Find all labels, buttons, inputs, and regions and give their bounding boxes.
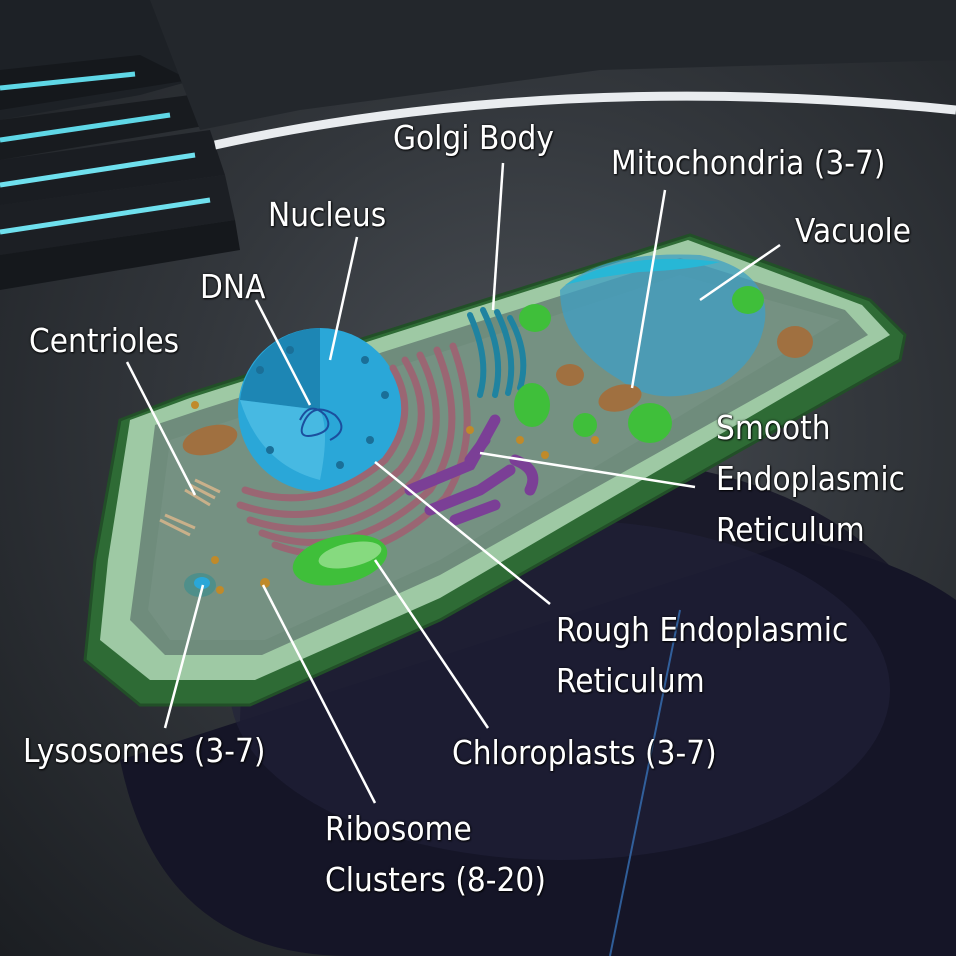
mitochondria-label: Mitochondria (3-7)	[611, 143, 886, 182]
mitochondria-shapes	[182, 326, 813, 456]
rough-er-label: Rough Endoplasmic Reticulum	[556, 610, 849, 700]
leader-smooth-er	[479, 451, 696, 489]
ribosome-clusters-label: Ribosome Clusters (8-20)	[325, 809, 546, 899]
lysosome-shape	[184, 573, 216, 597]
leader-ribosomes	[261, 584, 377, 804]
centrioles-label: Centrioles	[29, 321, 180, 360]
nucleus-label: Nucleus	[268, 195, 387, 234]
leader-nucleus	[328, 236, 359, 361]
leader-vacuole	[699, 243, 781, 302]
vacuole-label: Vacuole	[795, 211, 912, 250]
dna-label: DNA	[200, 267, 266, 306]
smooth-er-label: Smooth Endoplasmic Reticulum	[716, 408, 905, 549]
centrioles-shapes	[159, 478, 221, 537]
leader-mitochondria	[630, 189, 667, 389]
leader-chloroplasts	[373, 559, 490, 729]
leader-golgi	[491, 162, 505, 311]
chloroplasts-label: Chloroplasts (3-7)	[452, 733, 717, 772]
background-room	[150, 0, 956, 150]
leader-centrioles	[125, 361, 197, 496]
lysosomes-label: Lysosomes (3-7)	[23, 731, 266, 770]
leader-rough-er	[374, 461, 551, 605]
leader-lysosomes	[163, 584, 205, 729]
golgi-body-label: Golgi Body	[393, 118, 554, 157]
nucleus-shape	[238, 328, 402, 492]
ribosome-dots	[191, 401, 599, 594]
golgi-shape	[467, 307, 527, 398]
leader-dna	[254, 299, 312, 406]
smooth-er-shape	[404, 414, 539, 526]
chloroplasts-shapes	[292, 286, 764, 586]
leader-lines	[125, 162, 781, 804]
